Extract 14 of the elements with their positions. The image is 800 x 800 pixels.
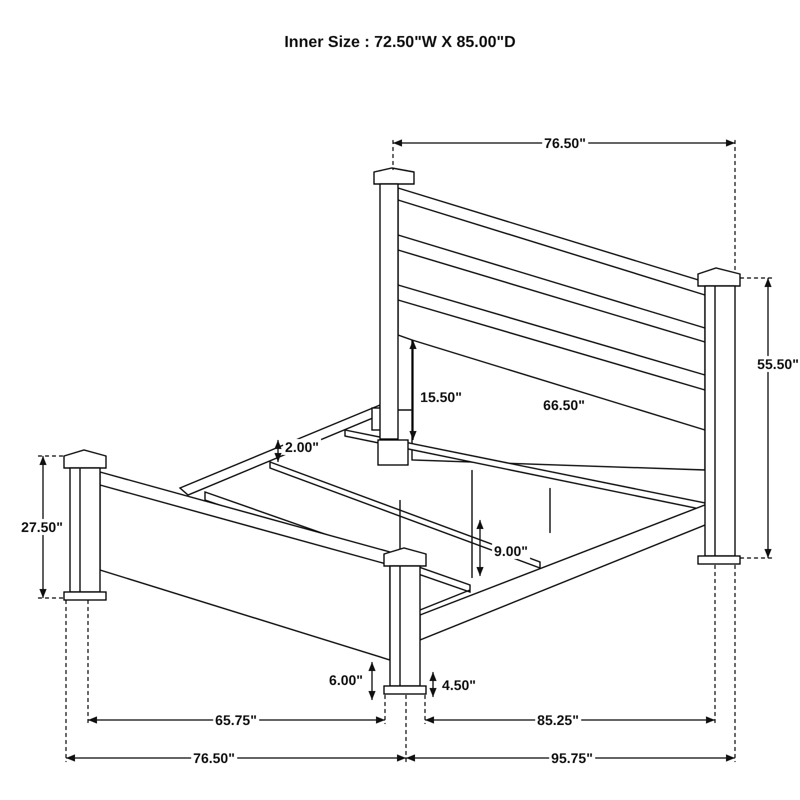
- dimension-label: 27.50": [19, 519, 65, 535]
- dimension-label: 85.25": [535, 712, 581, 728]
- dimension-label: 6.00": [327, 672, 365, 688]
- dimension-label: 66.50": [541, 397, 587, 413]
- dimension-label: 15.50": [418, 389, 464, 405]
- dimension-label: 95.75": [549, 750, 595, 766]
- dimension-label: 76.50": [542, 135, 588, 151]
- dimension-label: 4.50": [440, 677, 478, 693]
- dimension-label: 9.00": [492, 543, 530, 559]
- title: Inner Size : 72.50"W X 85.00"D: [284, 34, 516, 51]
- dimension-label: 2.00": [283, 439, 321, 455]
- dimension-label: 65.75": [213, 712, 259, 728]
- dimension-label: 55.50": [755, 356, 800, 372]
- dimension-label: 76.50": [191, 750, 237, 766]
